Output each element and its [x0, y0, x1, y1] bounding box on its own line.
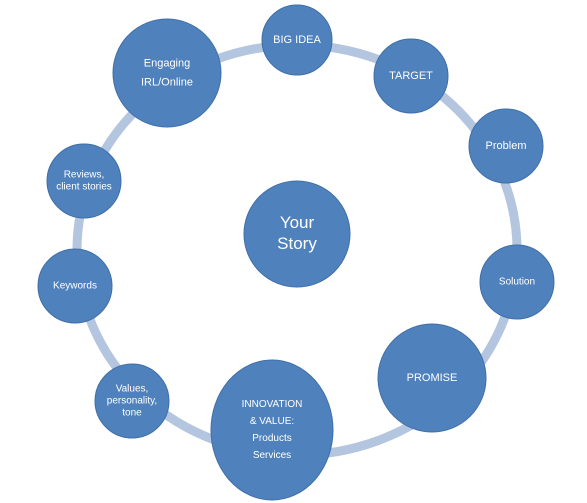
- node-keywords-label-line: Keywords: [53, 281, 97, 292]
- node-problem: Problem: [468, 108, 544, 184]
- node-solution-label-line: Solution: [499, 277, 535, 288]
- node-values-label-line: Values,: [116, 384, 149, 395]
- node-promise-circle: [377, 323, 487, 433]
- node-engaging-circle: [112, 18, 222, 128]
- node-reviews-circle: [46, 143, 122, 219]
- node-keywords: Keywords: [37, 248, 113, 324]
- node-target-label-line: TARGET: [389, 70, 433, 82]
- node-big-idea-label-line: BIG IDEA: [273, 34, 321, 46]
- node-promise: PROMISE: [377, 323, 487, 433]
- node-innovation-value-label-line: & VALUE:: [250, 416, 294, 427]
- node-reviews-label-line: Reviews,: [64, 170, 105, 181]
- node-center-your-story-label-line: Story: [277, 234, 317, 253]
- node-values-label-line: personality,: [107, 396, 157, 407]
- node-target: TARGET: [373, 38, 449, 114]
- node-values: Values,personality,tone: [94, 363, 170, 439]
- node-promise-label-line: PROMISE: [407, 372, 458, 384]
- node-big-idea: BIG IDEA: [261, 4, 333, 76]
- node-big-idea-circle: [261, 4, 333, 76]
- node-engaging-label-line: IRL/Online: [141, 76, 193, 88]
- node-problem-label-line: Problem: [486, 140, 527, 152]
- node-values-label-line: tone: [122, 408, 142, 419]
- node-reviews-label-line: client stories: [56, 182, 112, 193]
- node-innovation-value-label-line: Products: [252, 433, 291, 444]
- node-solution: Solution: [479, 244, 555, 320]
- node-solution-circle: [479, 244, 555, 320]
- node-center-your-story-circle: [243, 180, 351, 288]
- node-center-your-story-label-line: Your: [280, 213, 315, 232]
- node-engaging-label-line: Engaging: [144, 57, 191, 69]
- node-innovation-value-label-line: Services: [253, 450, 291, 461]
- node-keywords-circle: [37, 248, 113, 324]
- node-values-circle: [94, 363, 170, 439]
- node-innovation-value-circle: [210, 359, 334, 501]
- node-problem-circle: [468, 108, 544, 184]
- node-target-circle: [373, 38, 449, 114]
- node-innovation-value-label-line: INNOVATION: [242, 399, 303, 410]
- node-reviews: Reviews,client stories: [46, 143, 122, 219]
